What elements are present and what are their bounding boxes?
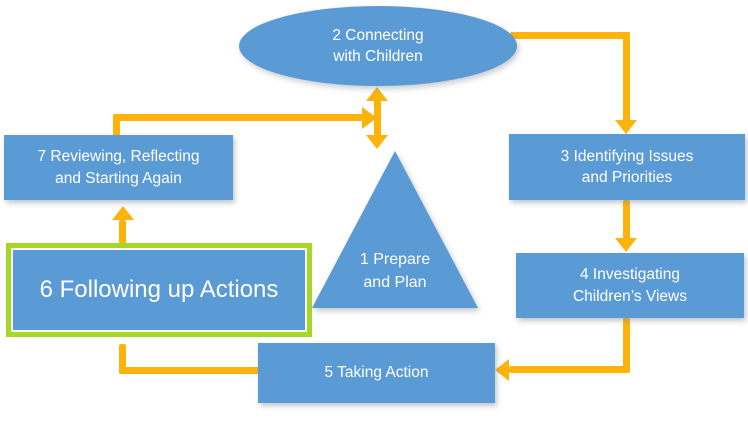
node-investigating-views[interactable]: 4 Investigating Children’s Views <box>516 253 744 318</box>
arrow-shaft <box>623 32 630 121</box>
arrow-shaft <box>119 220 126 248</box>
node-reviewing-reflecting[interactable]: 7 Reviewing, Reflecting and Starting Aga… <box>4 135 233 200</box>
arrow-shaft <box>374 99 381 137</box>
arrowhead-down-icon <box>366 135 388 149</box>
arrowhead-up-icon <box>112 206 134 220</box>
arrow-shaft <box>510 32 630 39</box>
node-taking-action[interactable]: 5 Taking Action <box>258 343 495 403</box>
arrow-shaft <box>113 114 120 136</box>
arrowhead-left-icon <box>495 359 509 381</box>
node-connecting-with-children[interactable]: 2 Connecting with Children <box>239 6 517 86</box>
highlight-border-following-up: 6 Following up Actions <box>6 243 312 337</box>
arrow-shaft <box>113 114 363 121</box>
node-following-up-actions[interactable]: 6 Following up Actions <box>13 250 305 330</box>
arrow-shaft <box>119 344 126 374</box>
arrowhead-up-icon <box>366 87 388 101</box>
node-identifying-issues[interactable]: 3 Identifying Issues and Priorities <box>509 134 745 200</box>
arrow-shaft <box>623 200 630 239</box>
arrowhead-right-icon <box>362 107 377 129</box>
triangle-shadow-wrap: 1 Prepare and Plan <box>312 151 478 308</box>
arrowhead-down-icon <box>615 120 637 134</box>
arrowhead-down-icon <box>615 238 637 252</box>
arrow-shaft <box>623 318 630 373</box>
arrow-shaft <box>119 367 260 374</box>
node-prepare-and-plan[interactable]: 1 Prepare and Plan <box>312 151 478 308</box>
arrow-shaft <box>509 366 630 373</box>
